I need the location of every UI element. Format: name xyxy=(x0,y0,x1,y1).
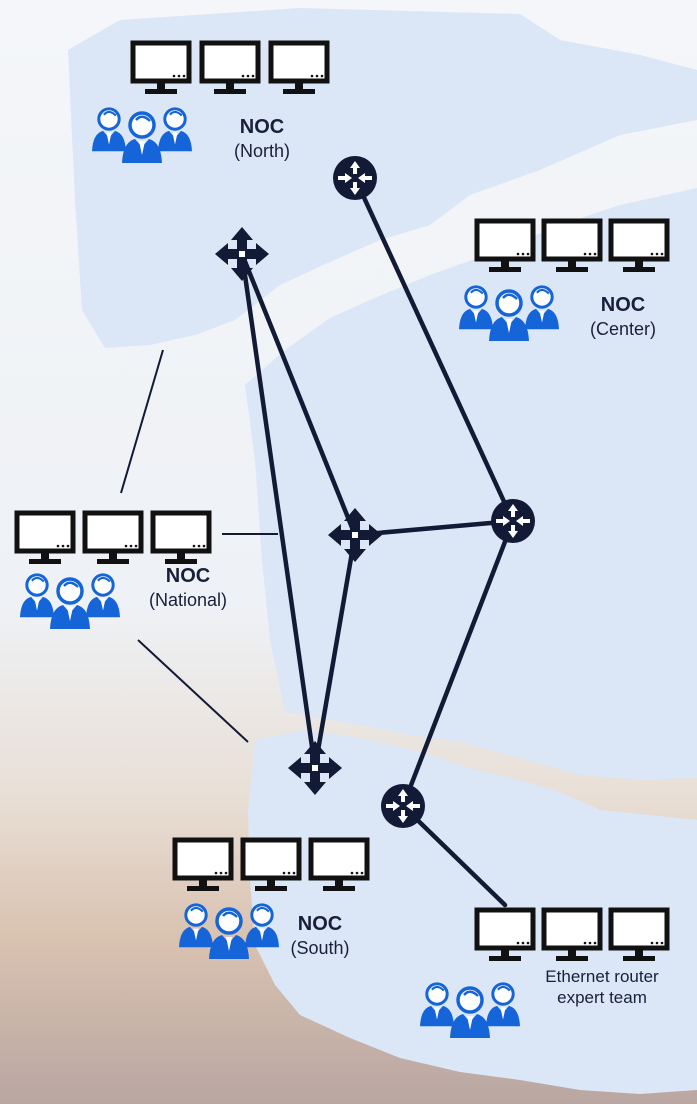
noc-center-title: NOC xyxy=(600,294,646,316)
region-south xyxy=(248,730,697,1094)
noc-north-monitors xyxy=(133,43,327,94)
router-icon xyxy=(491,499,535,543)
monitor-icon xyxy=(85,513,141,564)
monitor-icon xyxy=(175,840,231,891)
router-icon xyxy=(381,784,425,828)
noc-center-monitors xyxy=(477,221,667,272)
noc-national-monitors xyxy=(17,513,209,564)
router-icon xyxy=(333,156,377,200)
noc-north-label: NOC (North) xyxy=(212,115,312,163)
noc-national-label: NOC (National) xyxy=(138,564,238,612)
noc-south-label: NOC (South) xyxy=(270,912,370,960)
noc-south-title: NOC xyxy=(297,913,343,935)
link-switch-center-to-switch-south xyxy=(312,532,358,771)
noc-north-title: NOC xyxy=(239,116,285,138)
link-national-to-north xyxy=(120,349,164,494)
noc-south-monitors xyxy=(175,840,367,891)
region-center xyxy=(245,188,697,780)
noc-south-subtitle: (South) xyxy=(290,938,350,958)
noc-center-label: NOC (Center) xyxy=(573,293,673,341)
link-switch-north-to-switch-center xyxy=(239,251,358,538)
expert-team-line1: Ethernet router xyxy=(545,967,659,986)
link-switch-center-to-router-center xyxy=(352,518,516,538)
link-router-center-to-router-south xyxy=(400,518,516,809)
expert-team-line2: expert team xyxy=(557,988,647,1008)
link-router-north-to-router-center xyxy=(352,175,516,524)
network-links xyxy=(239,175,516,908)
expert-team-monitors xyxy=(477,910,667,961)
link-switch-north-to-switch-south xyxy=(239,251,318,771)
link-national-to-south xyxy=(137,639,249,743)
expert-team-label: Ethernet router expert team xyxy=(527,966,677,1009)
noc-center-subtitle: (Center) xyxy=(589,319,656,339)
link-router-south-to-expert-team xyxy=(400,803,508,908)
people-group-icon xyxy=(20,575,120,629)
monitor-icon xyxy=(153,513,209,564)
monitor-icon xyxy=(17,513,73,564)
noc-north-subtitle: (North) xyxy=(233,141,290,161)
noc-national-subtitle: (National) xyxy=(148,590,228,610)
noc-national-title: NOC xyxy=(165,565,211,587)
noc-national-links xyxy=(120,349,278,743)
